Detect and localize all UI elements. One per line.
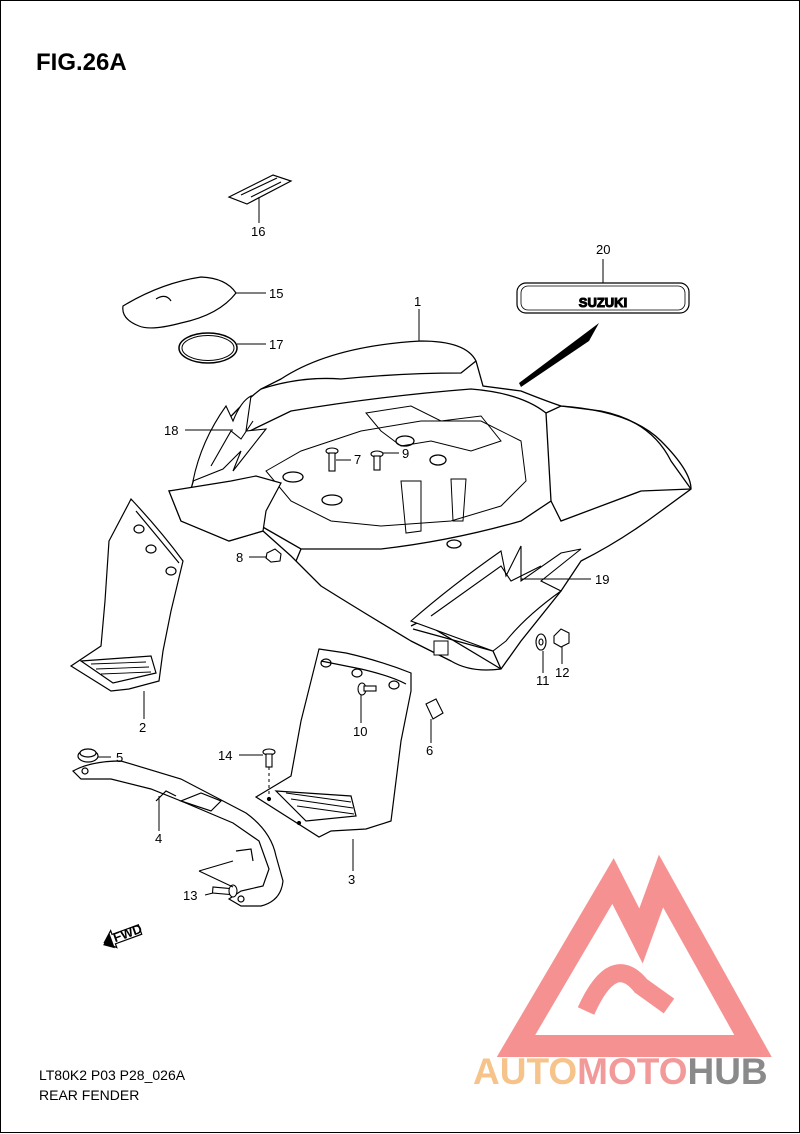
part-13-bolt	[211, 884, 238, 898]
callout-11: 11	[536, 673, 550, 688]
callout-9: 9	[402, 446, 409, 461]
watermark-moto: MOTO	[577, 1051, 688, 1092]
part-19-decal	[409, 545, 582, 652]
part-7-bolt	[325, 447, 339, 472]
part-11-washer	[535, 633, 547, 651]
part-10-screw	[357, 682, 377, 696]
figure-name: REAR FENDER	[39, 1087, 140, 1103]
callout-19: 19	[595, 572, 609, 587]
part-17-ring	[178, 332, 238, 364]
callout-2: 2	[139, 720, 146, 735]
emblem-pointer	[519, 323, 599, 387]
fwd-label: FWD	[111, 921, 144, 945]
part-3-right-footrest	[254, 648, 412, 838]
figure-code: LT80K2 P03 P28_026A	[39, 1067, 186, 1083]
callout-7: 7	[354, 452, 361, 467]
callout-13: 13	[183, 888, 197, 903]
callout-numbers: 1 2 3 4 5 6 7 8 9 10 11 12 13 14 15 16 1…	[116, 224, 610, 903]
part-16-pad	[227, 174, 293, 205]
part-1-rear-fender	[168, 340, 692, 671]
rear-tab	[433, 640, 449, 656]
part-18-decal	[192, 395, 268, 482]
callout-15: 15	[269, 286, 283, 301]
part-8-nut	[265, 548, 282, 563]
callout-14: 14	[218, 748, 232, 763]
callout-17: 17	[269, 337, 283, 352]
callout-3: 3	[348, 872, 355, 887]
watermark-auto: AUTO	[473, 1051, 578, 1092]
watermark-logo	[496, 854, 772, 1057]
fender-front-flap	[168, 475, 282, 542]
emblem-text: SUZUKI	[579, 295, 627, 310]
leader-lines	[98, 197, 604, 896]
callout-20: 20	[596, 242, 610, 257]
part-9-bolt	[370, 450, 384, 471]
part-14-screw	[262, 748, 276, 768]
part-5-grommet	[77, 748, 99, 763]
part-2-left-footrest	[69, 497, 184, 692]
callout-16: 16	[251, 224, 265, 239]
callout-18: 18	[164, 423, 178, 438]
watermark-brand: AUTOMOTOHUB	[473, 1051, 768, 1093]
fwd-arrow-icon: FWD	[103, 921, 144, 949]
part-12-nut	[553, 628, 570, 648]
figure-title: FIG.26A	[36, 49, 127, 76]
part-15-cover	[122, 276, 237, 329]
watermark-hub: HUB	[687, 1051, 768, 1092]
part-17-ring-inner	[181, 335, 235, 361]
callout-1: 1	[414, 294, 421, 309]
callout-4: 4	[155, 831, 162, 846]
callout-12: 12	[555, 665, 569, 680]
part-4-bracket	[72, 760, 284, 907]
part-6-pad	[425, 698, 444, 720]
callout-5: 5	[116, 750, 123, 765]
part-20-emblem: SUZUKI	[516, 282, 690, 314]
callout-10: 10	[353, 724, 367, 739]
callout-6: 6	[426, 743, 433, 758]
callout-8: 8	[236, 550, 243, 565]
